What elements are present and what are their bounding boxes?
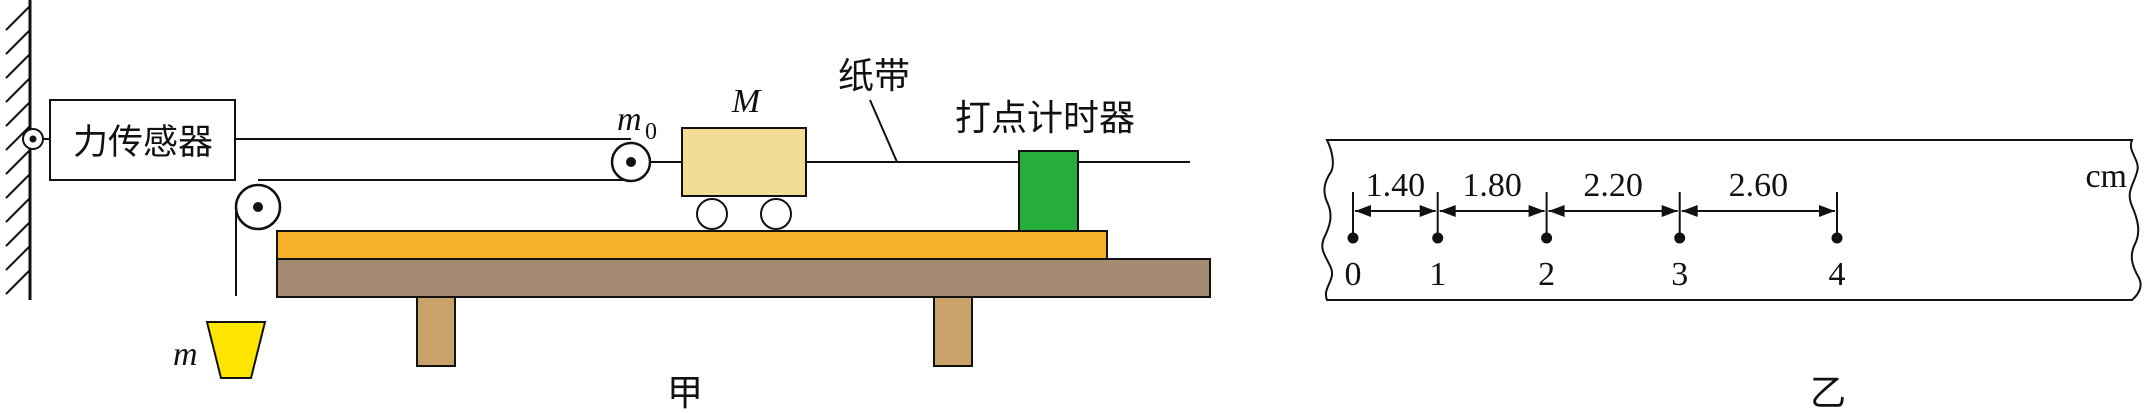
cart (681, 127, 807, 230)
cart-wheel (760, 198, 792, 230)
table-leg (416, 296, 456, 367)
board (276, 230, 1108, 260)
tape-dot (1541, 232, 1553, 244)
wall (5, 0, 32, 300)
tape-point-label: 1 (1429, 256, 1446, 293)
arrowhead (1419, 205, 1436, 217)
force-sensor: 力传感器 (49, 99, 236, 181)
tape-dot (1831, 232, 1843, 244)
apparatus-diagram: 力传感器 纸带 m 0 (5, 0, 1211, 413)
arrowhead (1528, 205, 1545, 217)
arrowhead (1548, 205, 1565, 217)
moving-pulley (610, 141, 652, 183)
arrowhead (1681, 205, 1698, 217)
tape-point-label: 3 (1671, 256, 1688, 293)
table-leg (933, 296, 973, 367)
wall-hook-icon (22, 128, 50, 150)
tape-measure: 0 1 2 3 4 1.40 1.80 2.20 2.60 (1345, 167, 1846, 293)
tape-diagram: cm 0 1 2 3 4 1.40 1.80 2.20 2.60 乙 (1321, 139, 2142, 413)
cart-wheel (696, 198, 728, 230)
tape-point-label: 0 (1345, 256, 1362, 293)
hanging-mass-label: m (173, 336, 198, 373)
ticker-timer (1018, 150, 1079, 233)
tape-dot (1432, 232, 1444, 244)
interval-label: 1.40 (1366, 167, 1426, 204)
tape-dot (1347, 232, 1359, 244)
table-top (276, 258, 1211, 298)
tape-unit: cm (2085, 158, 2127, 195)
tape-label-leader (869, 99, 898, 163)
hanging-bucket (205, 321, 267, 379)
interval-label: 1.80 (1462, 167, 1522, 204)
arrowhead (1439, 205, 1456, 217)
tape-caption: 乙 (1810, 373, 1846, 413)
ticker-timer-label: 打点计时器 (955, 98, 1135, 139)
tape-point-label: 4 (1829, 256, 1846, 293)
force-sensor-label: 力传感器 (73, 123, 213, 163)
interval-label: 2.20 (1583, 167, 1643, 204)
arrowhead (1819, 205, 1835, 217)
arrowhead (1355, 205, 1371, 217)
arrowhead (1661, 205, 1678, 217)
apparatus-caption: 甲 (667, 373, 703, 413)
interval-label: 2.60 (1729, 167, 1789, 204)
board-pulley (234, 183, 282, 231)
tape-label: 纸带 (838, 56, 910, 97)
pulley-mass-label: m (617, 101, 642, 138)
cart-mass-label: M (731, 83, 762, 120)
pulley-mass-subscript: 0 (645, 119, 657, 145)
tape-point-label: 2 (1538, 256, 1555, 293)
tape-strip (1321, 139, 2142, 301)
tape-dot (1674, 232, 1686, 244)
